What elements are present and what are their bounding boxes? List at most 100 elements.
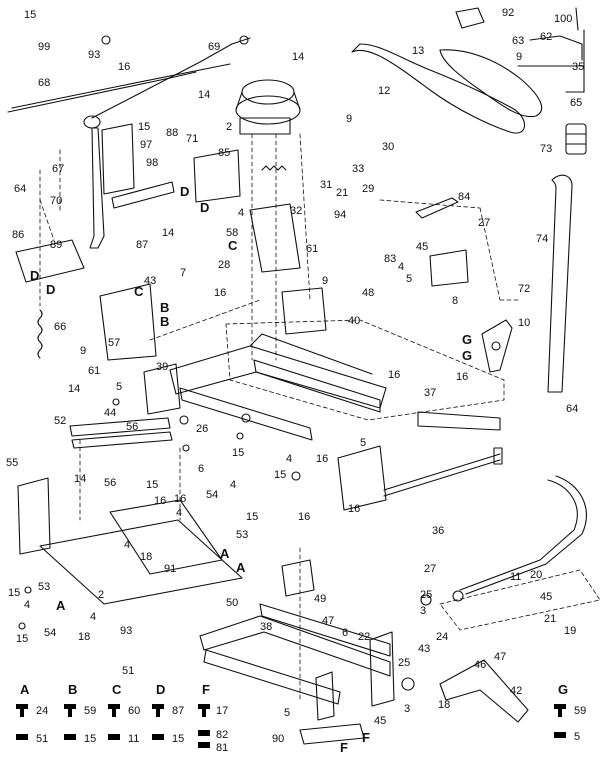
callout: 100	[554, 13, 572, 25]
callout-letter: A	[56, 598, 66, 613]
washer-h	[182, 444, 190, 452]
frame-rail-2	[253, 359, 381, 413]
callout-letter: D	[46, 282, 55, 297]
legend-letter: B	[68, 682, 77, 697]
legend-a: A 24 51	[16, 682, 48, 745]
callout: 50	[226, 597, 238, 609]
callout: 13	[412, 45, 424, 57]
callout: 4	[124, 539, 130, 551]
callout: 57	[108, 337, 120, 349]
callout: 2	[226, 121, 232, 133]
callout: 25	[420, 589, 432, 601]
bolt-icon	[554, 704, 566, 709]
callout: 61	[306, 243, 318, 255]
callout-letter: F	[340, 740, 348, 755]
plate-52-b	[71, 431, 173, 449]
bolt-shank	[112, 709, 116, 717]
callout-labels: 15 99 93 16 69 14 68 92 100 13 62 63 9 3…	[6, 7, 584, 755]
callout: 48	[362, 287, 374, 299]
bolt-icon	[16, 704, 28, 709]
callout: 68	[38, 77, 50, 89]
bolt-shank	[156, 709, 160, 717]
bracket-55	[17, 477, 51, 555]
bolt-icon	[64, 704, 76, 709]
callout: 27	[424, 563, 436, 575]
callout: 35	[572, 61, 584, 73]
bolt-100	[575, 7, 579, 31]
rod-20	[459, 479, 578, 591]
frame-38-c	[203, 649, 341, 705]
callout: 73	[540, 143, 552, 155]
callout: 46	[474, 659, 486, 671]
legend-under: 5	[574, 731, 580, 743]
callout: 53	[236, 529, 248, 541]
callout-letter: D	[180, 184, 189, 199]
callout: 4	[398, 261, 404, 273]
callout: 64	[14, 183, 26, 195]
legend-letter: G	[558, 682, 568, 697]
callout: 16	[214, 287, 226, 299]
guide-8	[379, 199, 481, 209]
washer-e	[401, 677, 415, 691]
callout: 4	[24, 599, 30, 611]
callout: 93	[88, 49, 100, 61]
callout: 99	[38, 41, 50, 53]
callout: 15	[146, 479, 158, 491]
washer-i	[236, 432, 244, 440]
callout: 14	[292, 51, 304, 63]
callout: 37	[424, 387, 436, 399]
callout: 9	[322, 275, 328, 287]
belt-12	[351, 43, 526, 134]
washer-a	[101, 35, 111, 45]
guide-7	[149, 299, 261, 341]
callout: 15	[232, 447, 244, 459]
callout: 21	[544, 613, 556, 625]
callout: 44	[104, 407, 116, 419]
callout: 15	[274, 469, 286, 481]
callout-letter: G	[462, 348, 472, 363]
callout: 90	[272, 733, 284, 745]
callout: 55	[6, 457, 18, 469]
spring-94	[261, 165, 287, 171]
callout: 26	[196, 423, 208, 435]
drawing-lines	[7, 7, 601, 745]
callout: 24	[436, 631, 448, 643]
callout: 85	[218, 147, 230, 159]
callout: 15	[24, 9, 36, 21]
callout: 94	[334, 209, 346, 221]
arm-84	[415, 197, 459, 219]
nut-icon	[198, 730, 210, 736]
callout: 61	[88, 365, 100, 377]
washer-k	[24, 586, 32, 594]
plate-50-b	[109, 499, 223, 575]
callout: 70	[50, 195, 62, 207]
frame-cross	[261, 333, 373, 375]
callout: 40	[348, 315, 360, 327]
callout: 16	[298, 511, 310, 523]
frame-38-b	[259, 603, 391, 657]
callout: 83	[384, 253, 396, 265]
plate-50	[39, 519, 243, 605]
callout: 8	[452, 295, 458, 307]
legend-f: F 17 82 81	[198, 682, 228, 754]
callout: 89	[50, 239, 62, 251]
callout: 10	[518, 317, 530, 329]
callout: 39	[156, 361, 168, 373]
upright-25	[315, 671, 335, 721]
callout: 38	[260, 621, 272, 633]
foot-90	[299, 723, 365, 745]
nut-icon-2	[198, 742, 210, 748]
rod-20-b	[465, 475, 587, 595]
lever-70	[89, 127, 105, 249]
bolt-shank	[558, 709, 562, 717]
callout: 5	[360, 437, 366, 449]
bracket-85	[193, 149, 241, 203]
callout: 4	[238, 207, 244, 219]
callout: 16	[348, 503, 360, 515]
callout: 19	[564, 625, 576, 637]
bracket-97	[101, 123, 135, 195]
callout: 53	[38, 581, 50, 593]
callout: 49	[314, 593, 326, 605]
callout: 14	[68, 383, 80, 395]
